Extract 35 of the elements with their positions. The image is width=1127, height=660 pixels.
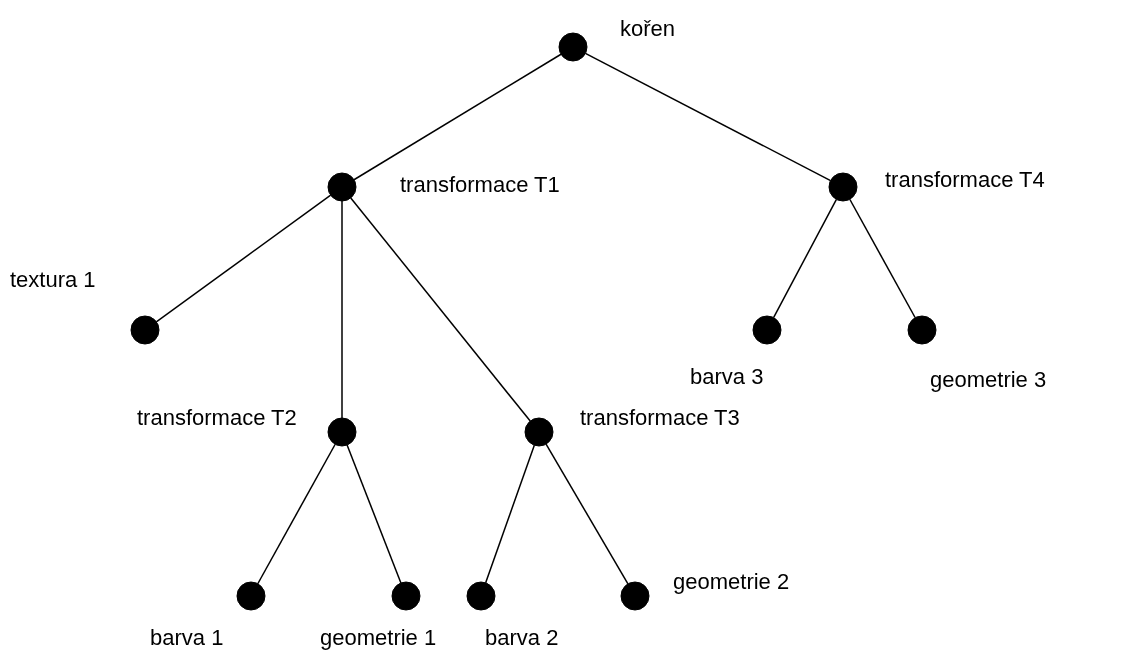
connector-line bbox=[584, 52, 832, 182]
node-label: kořen bbox=[620, 17, 676, 41]
node-dot bbox=[558, 32, 588, 62]
node-label: geometrie 1 bbox=[320, 626, 437, 650]
node-dot bbox=[907, 315, 937, 345]
connector-line bbox=[155, 194, 332, 323]
connector-line bbox=[257, 443, 336, 585]
node-label: barva 2 bbox=[485, 626, 559, 650]
node-dot bbox=[130, 315, 160, 345]
node-label: transformace T1 bbox=[400, 173, 560, 197]
connector-line bbox=[341, 200, 343, 419]
node-label: geometrie 2 bbox=[673, 570, 790, 594]
node-dot bbox=[466, 581, 496, 611]
node-label: geometrie 3 bbox=[930, 368, 1047, 392]
connector-line bbox=[545, 443, 629, 585]
node-dot bbox=[391, 581, 421, 611]
node-label: transformace T4 bbox=[885, 168, 1045, 192]
connector-line bbox=[350, 197, 531, 422]
node-dot bbox=[752, 315, 782, 345]
node-dot bbox=[327, 417, 357, 447]
node-dot bbox=[828, 172, 858, 202]
node-label: transformace T2 bbox=[137, 406, 297, 430]
connector-line bbox=[849, 198, 916, 319]
connector-line bbox=[346, 444, 402, 584]
node-label: transformace T3 bbox=[580, 406, 740, 430]
connector-line bbox=[772, 198, 838, 319]
node-label: textura 1 bbox=[10, 268, 96, 292]
node-dot bbox=[327, 172, 357, 202]
node-dot bbox=[236, 581, 266, 611]
connector-line bbox=[353, 53, 562, 181]
node-dot bbox=[524, 417, 554, 447]
node-label: barva 3 bbox=[690, 365, 764, 389]
connector-line bbox=[484, 444, 536, 584]
node-dot bbox=[620, 581, 650, 611]
node-label: barva 1 bbox=[150, 626, 224, 650]
